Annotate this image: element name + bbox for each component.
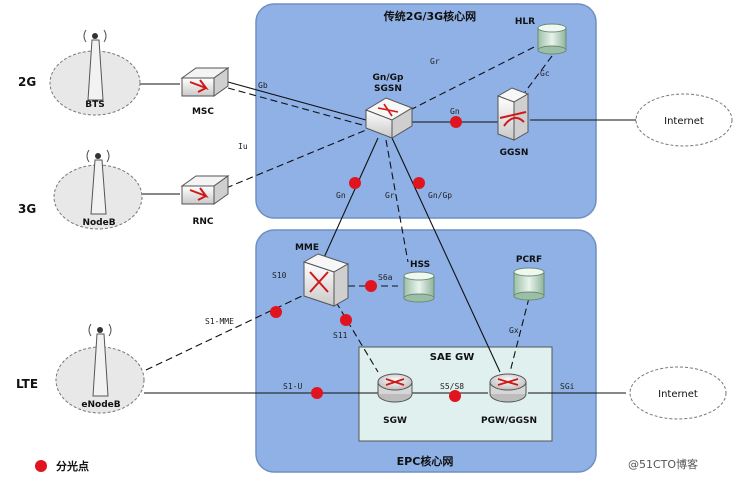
internet-top-label: Internet (664, 116, 704, 127)
pcrf-label: PCRF (516, 255, 542, 265)
legacy-core-title: 传统2G/3G核心网 (383, 9, 476, 23)
split-point-s5-s8 (449, 390, 461, 402)
cloud-internet-top (635, 93, 733, 147)
row-label-3g: 3G (18, 202, 36, 216)
enodeb-antenna-icon (88, 323, 112, 397)
iface-s1-u: S1-U (283, 382, 302, 391)
hss-label: HSS (410, 260, 430, 270)
iface-s10: S10 (272, 271, 287, 280)
bts-antenna-icon (83, 29, 107, 101)
pgw-router-icon (489, 373, 527, 403)
rnc-label: RNC (192, 217, 213, 227)
split-point-s6a (365, 280, 377, 292)
mme-label: MME (295, 243, 319, 253)
iface-gn-top: Gn (450, 107, 460, 116)
iface-s5-s8: S5/S8 (440, 382, 464, 391)
iface-gn-left: Gn (336, 191, 346, 200)
ggsn-label: GGSN (500, 148, 529, 158)
iface-gn-gp: Gn/Gp (428, 191, 452, 200)
iface-iu: Iu (238, 142, 248, 151)
msc-label: MSC (192, 107, 214, 117)
iface-gr-top: Gr (430, 57, 440, 66)
legacy-core-region (255, 3, 597, 219)
hlr-database-icon (537, 23, 567, 55)
mme-switch-icon (302, 253, 350, 307)
iface-gr-mid: Gr (385, 191, 395, 200)
pgw-label: PGW/GGSN (481, 416, 537, 426)
split-point-s1-mme (270, 306, 282, 318)
iface-sgi: SGi (560, 382, 575, 391)
iface-s1-mme: S1-MME (205, 317, 234, 326)
row-label-lte: LTE (16, 377, 38, 391)
iface-s6a: S6a (378, 273, 393, 282)
split-point-gn-ggsn (450, 116, 462, 128)
msc-switch-icon (180, 67, 230, 97)
split-point-s1-u (311, 387, 323, 399)
iface-gx: Gx (509, 326, 519, 335)
legend-split-point-marker (35, 460, 47, 472)
sgsn-label-top: Gn/Gp (373, 73, 404, 83)
epc-core-title: EPC核心网 (397, 454, 454, 468)
hss-database-icon (403, 271, 435, 303)
split-point-gn-gp (413, 177, 425, 189)
bts-label: BTS (85, 100, 104, 110)
hlr-label: HLR (515, 17, 535, 27)
iface-gb: Gb (258, 81, 268, 90)
sgsn-label-bottom: SGSN (374, 84, 402, 94)
split-point-s11 (340, 314, 352, 326)
enodeb-label: eNodeB (81, 400, 120, 410)
nodeb-antenna-icon (86, 149, 110, 215)
sgw-label: SGW (383, 416, 407, 426)
iface-gc: Gc (540, 69, 550, 78)
pcrf-database-icon (513, 267, 545, 301)
row-label-2g: 2G (18, 75, 36, 89)
cloud-internet-bottom (629, 366, 727, 420)
iface-s11: S11 (333, 331, 348, 340)
legend-split-point-label: 分光点 (56, 459, 89, 473)
internet-bottom-label: Internet (658, 389, 698, 400)
ggsn-server-icon (496, 87, 530, 141)
watermark: @51CTO博客 (628, 457, 698, 471)
sgw-router-icon (377, 373, 413, 403)
split-point-gn-left (349, 177, 361, 189)
split-points (270, 116, 462, 402)
sae-gw-title: SAE GW (430, 352, 475, 363)
rnc-switch-icon (180, 175, 230, 205)
nodeb-label: NodeB (82, 218, 115, 228)
sgsn-switch-icon (364, 97, 414, 139)
